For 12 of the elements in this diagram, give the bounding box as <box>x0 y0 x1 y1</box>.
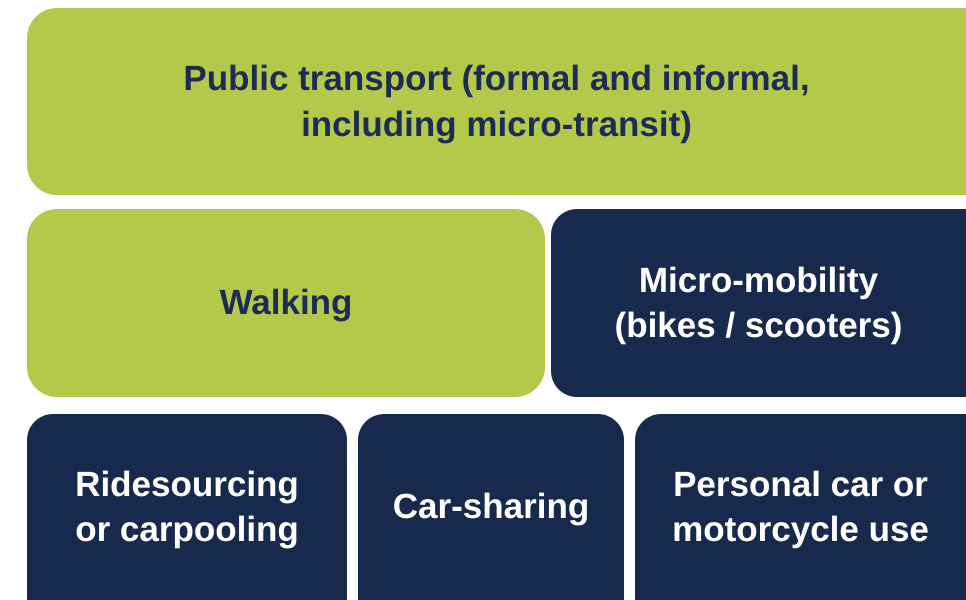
mode-label: Car-sharing <box>392 486 590 528</box>
mode-box <box>27 414 347 600</box>
mode-label: Public transport (formal and informal, including micro-transit) <box>182 58 811 146</box>
mode-label: Walking <box>220 282 352 324</box>
mode-label: Micro-mobility (bikes / scooters) <box>614 260 904 347</box>
mode-box <box>27 8 966 195</box>
mode-box <box>358 414 624 600</box>
mode-label: Personal car or motorcycle use <box>671 464 930 551</box>
mode-box <box>551 209 966 397</box>
mode-box <box>27 209 545 397</box>
mode-label: Ridesourcing or carpooling <box>74 464 300 551</box>
mode-box <box>635 414 966 600</box>
